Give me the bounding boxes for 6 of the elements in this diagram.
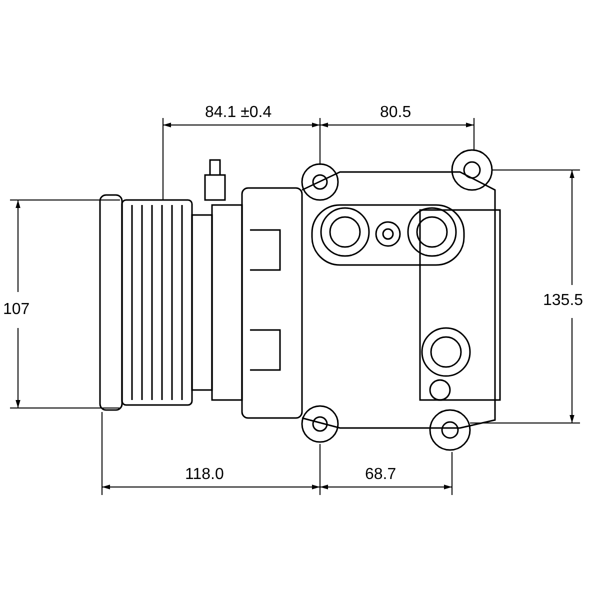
dimension-label: 80.5 bbox=[380, 104, 412, 122]
dimension-label: 84.1 ±0.4 bbox=[205, 104, 272, 122]
dimension-label: 118.0 bbox=[185, 466, 224, 484]
dimension-label: 135.5 bbox=[543, 292, 584, 310]
dimension-label: 107 bbox=[3, 301, 30, 319]
dimension-label: 68.7 bbox=[365, 466, 396, 484]
